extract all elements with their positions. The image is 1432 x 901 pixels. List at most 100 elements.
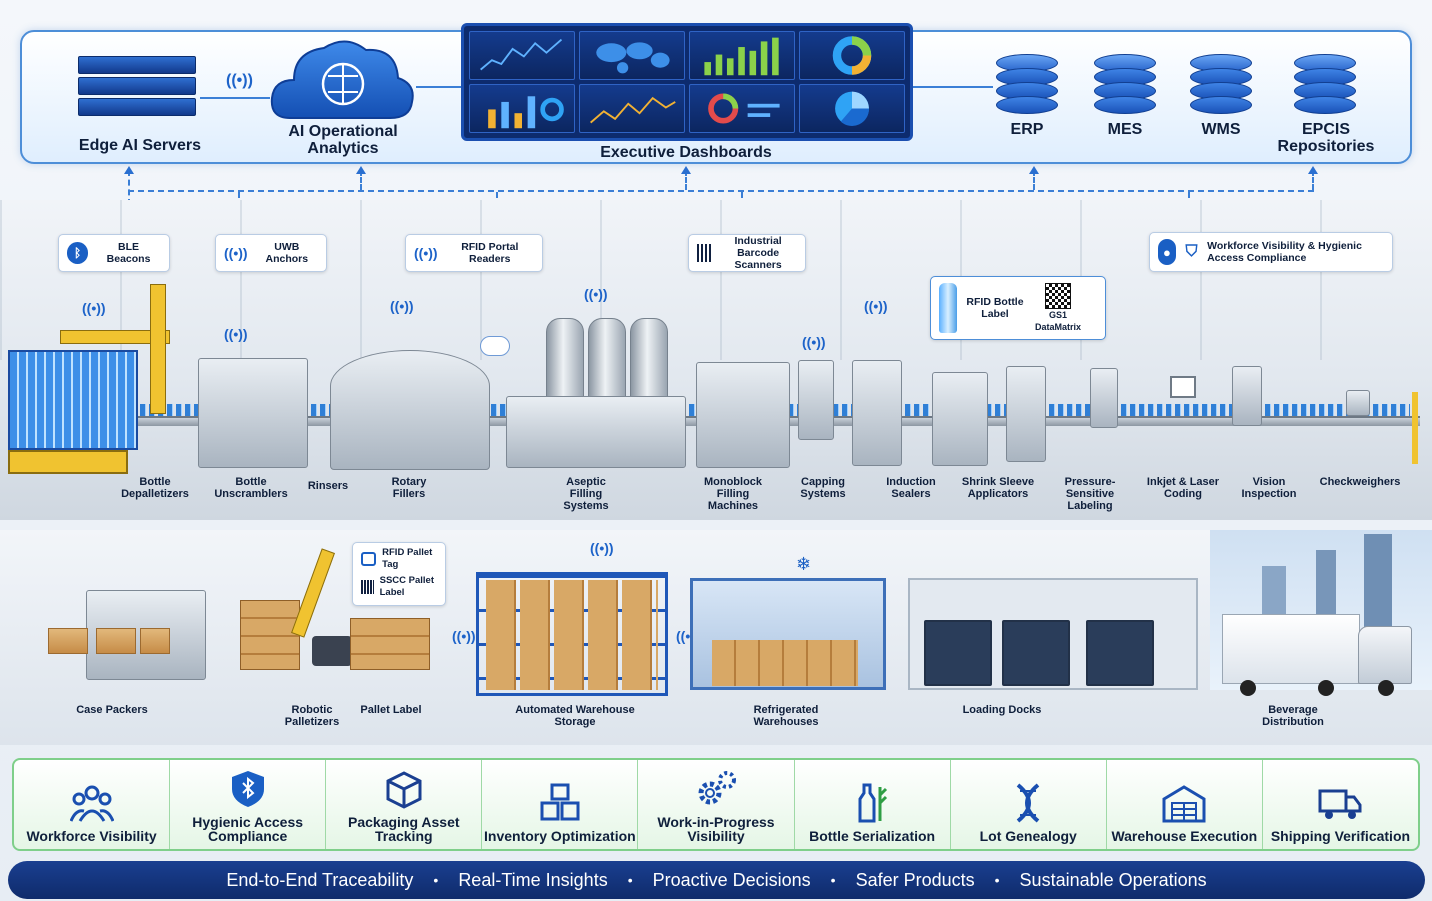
carton-box [96,628,136,654]
truck-icon [1318,789,1362,819]
aseptic-tank [630,318,668,408]
edge-ai-servers-label: Edge AI Servers [78,137,202,154]
station-label-coding: Inkjet & Laser Coding [1146,476,1220,500]
connector-v [1312,170,1314,190]
shield-bluetooth-icon [231,771,264,807]
banner-item-traceability: End-to-End Traceability [226,869,414,890]
benefit-warehouse-execution: Warehouse Execution [1107,760,1263,849]
pallet-tag-card: RFID Pallet Tag SSCC Pallet Label [352,542,446,606]
connector-v [360,170,362,190]
arrow-up-icon [356,166,366,174]
ble-beacons-card: ᛒ BLE Beacons [58,234,170,272]
rfid-portal-readers-card: ((•)) RFID Portal Readers [405,234,543,272]
arrow-up-icon [1308,166,1318,174]
value-banner: End-to-End Traceability • Real-Time Insi… [8,861,1425,899]
pallet-frame [8,450,128,474]
station-label-checkweighers: Checkweighers [1319,476,1401,488]
station-label-unscramblers: Bottle Unscramblers [214,476,288,500]
ai-to-dashboard-connector [416,86,461,88]
arrow-up-icon [681,166,691,174]
shrink-sleeve-machine [932,372,988,466]
bottle-pallet-stack [8,350,138,450]
monoblock-filler-machine [696,362,790,468]
labeling-machine [1006,366,1046,462]
truck-wheel [1240,680,1256,696]
bar-chart-tile [689,31,795,80]
erp-label: ERP [1010,121,1044,138]
case-packers-label: Case Packers [76,704,148,716]
robotic-palletizers-label: Robotic Palletizers [284,704,340,728]
connector-v [685,170,687,190]
pallet-box-stack [350,618,430,670]
cold-room-boxes [712,640,858,686]
benefit-workforce-visibility: Workforce Visibility [14,760,171,849]
station-label-depalletizers: Bottle Depalletizers [121,476,189,500]
barcode-scanners-label: Industrial Barcode Scanners [734,235,782,271]
vision-monitor-icon [1170,376,1196,398]
station-label-capping: Capping Systems [800,476,846,500]
benefit-lot-genealogy: Lot Genealogy [951,760,1107,849]
banner-item-insights: Real-Time Insights [458,869,608,890]
workforce-visibility-label: Workforce Visibility & Hygienic Access C… [1207,240,1362,264]
station-label-rotary-fillers: Rotary Fillers [391,476,427,500]
line-chart-tile [469,31,575,80]
dock-door [1086,620,1154,686]
datamatrix-group: GS1 DataMatrix [1033,283,1083,333]
unscrambler-machine [198,358,308,468]
station-label-induction: Induction Sealers [886,476,936,500]
vision-inspection-machine [1232,366,1262,426]
benefit-wip: Work-in-Progress Visibility [638,760,795,849]
wifi-icon: ((•)) [82,300,106,316]
connector-v [1033,170,1035,190]
station-label-monoblock: Monoblock Filling Machines [703,476,763,512]
bluetooth-icon: ᛒ [67,242,89,264]
wifi-icon: ((•)) [414,245,438,261]
robot-base [312,636,352,666]
benefit-hygienic-access: Hygienic Access Compliance [170,760,327,849]
station-label-vision: Vision Inspection [1241,476,1297,500]
workforce-visibility-card: ● ⛉ Workforce Visibility & Hygienic Acce… [1149,232,1393,272]
epcis-database-icon [1294,54,1356,114]
station-label-labeling: Pressure-Sensitive Labeling [1064,476,1116,512]
rfid-bottle-label-card: RFID Bottle Label GS1 DataMatrix [930,276,1106,340]
benefits-row: Workforce Visibility Hygienic Access Com… [12,758,1420,851]
benefit-inventory: Inventory Optimization [482,760,639,849]
rfid-portal-readers-label: RFID Portal Readers [461,241,519,265]
pie-chart-tile [799,84,905,133]
erp-database-icon [996,54,1058,114]
depalletizer-arm [60,330,170,344]
truck-trailer [1222,614,1360,684]
arrow-up-icon [1029,166,1039,174]
dock-door [924,620,992,686]
truck-wheel [1318,680,1334,696]
barcode-icon [361,580,374,594]
benefit-label: Work-in-Progress Visibility [657,814,775,844]
wms-label: WMS [1201,121,1241,138]
aseptic-filling-base [506,396,686,468]
wifi-icon: ((•)) [584,286,608,302]
truck-cab [1358,626,1412,684]
wifi-icon: ((•)) [864,298,888,314]
arrow-up-icon [124,166,134,174]
wifi-icon: ((•)) [452,628,476,644]
benefit-packaging-asset: Packaging Asset Tracking [326,760,483,849]
aseptic-tank [588,318,626,408]
boxes-icon [540,783,580,821]
wireless-icon: ((•)) [226,72,253,89]
box-icon [386,771,422,809]
separator-dot: • [627,872,633,888]
wms-database-icon [1190,54,1252,114]
sscc-pallet-label: SSCC Pallet Label [379,575,435,598]
ble-beacons-label: BLE Beacons [106,241,151,265]
wifi-icon: ((•)) [590,540,614,556]
bottle-icon [939,283,957,333]
depalletizer-column [150,284,166,414]
mini-bar-tile [469,84,575,133]
benefit-label: Workforce Visibility [26,828,157,844]
factory-wall [0,200,1432,360]
pallet-label-label: Pallet Label [360,704,422,716]
separator-dot: • [994,872,1000,888]
induction-sealer-machine [852,360,902,466]
people-icon [69,785,114,822]
